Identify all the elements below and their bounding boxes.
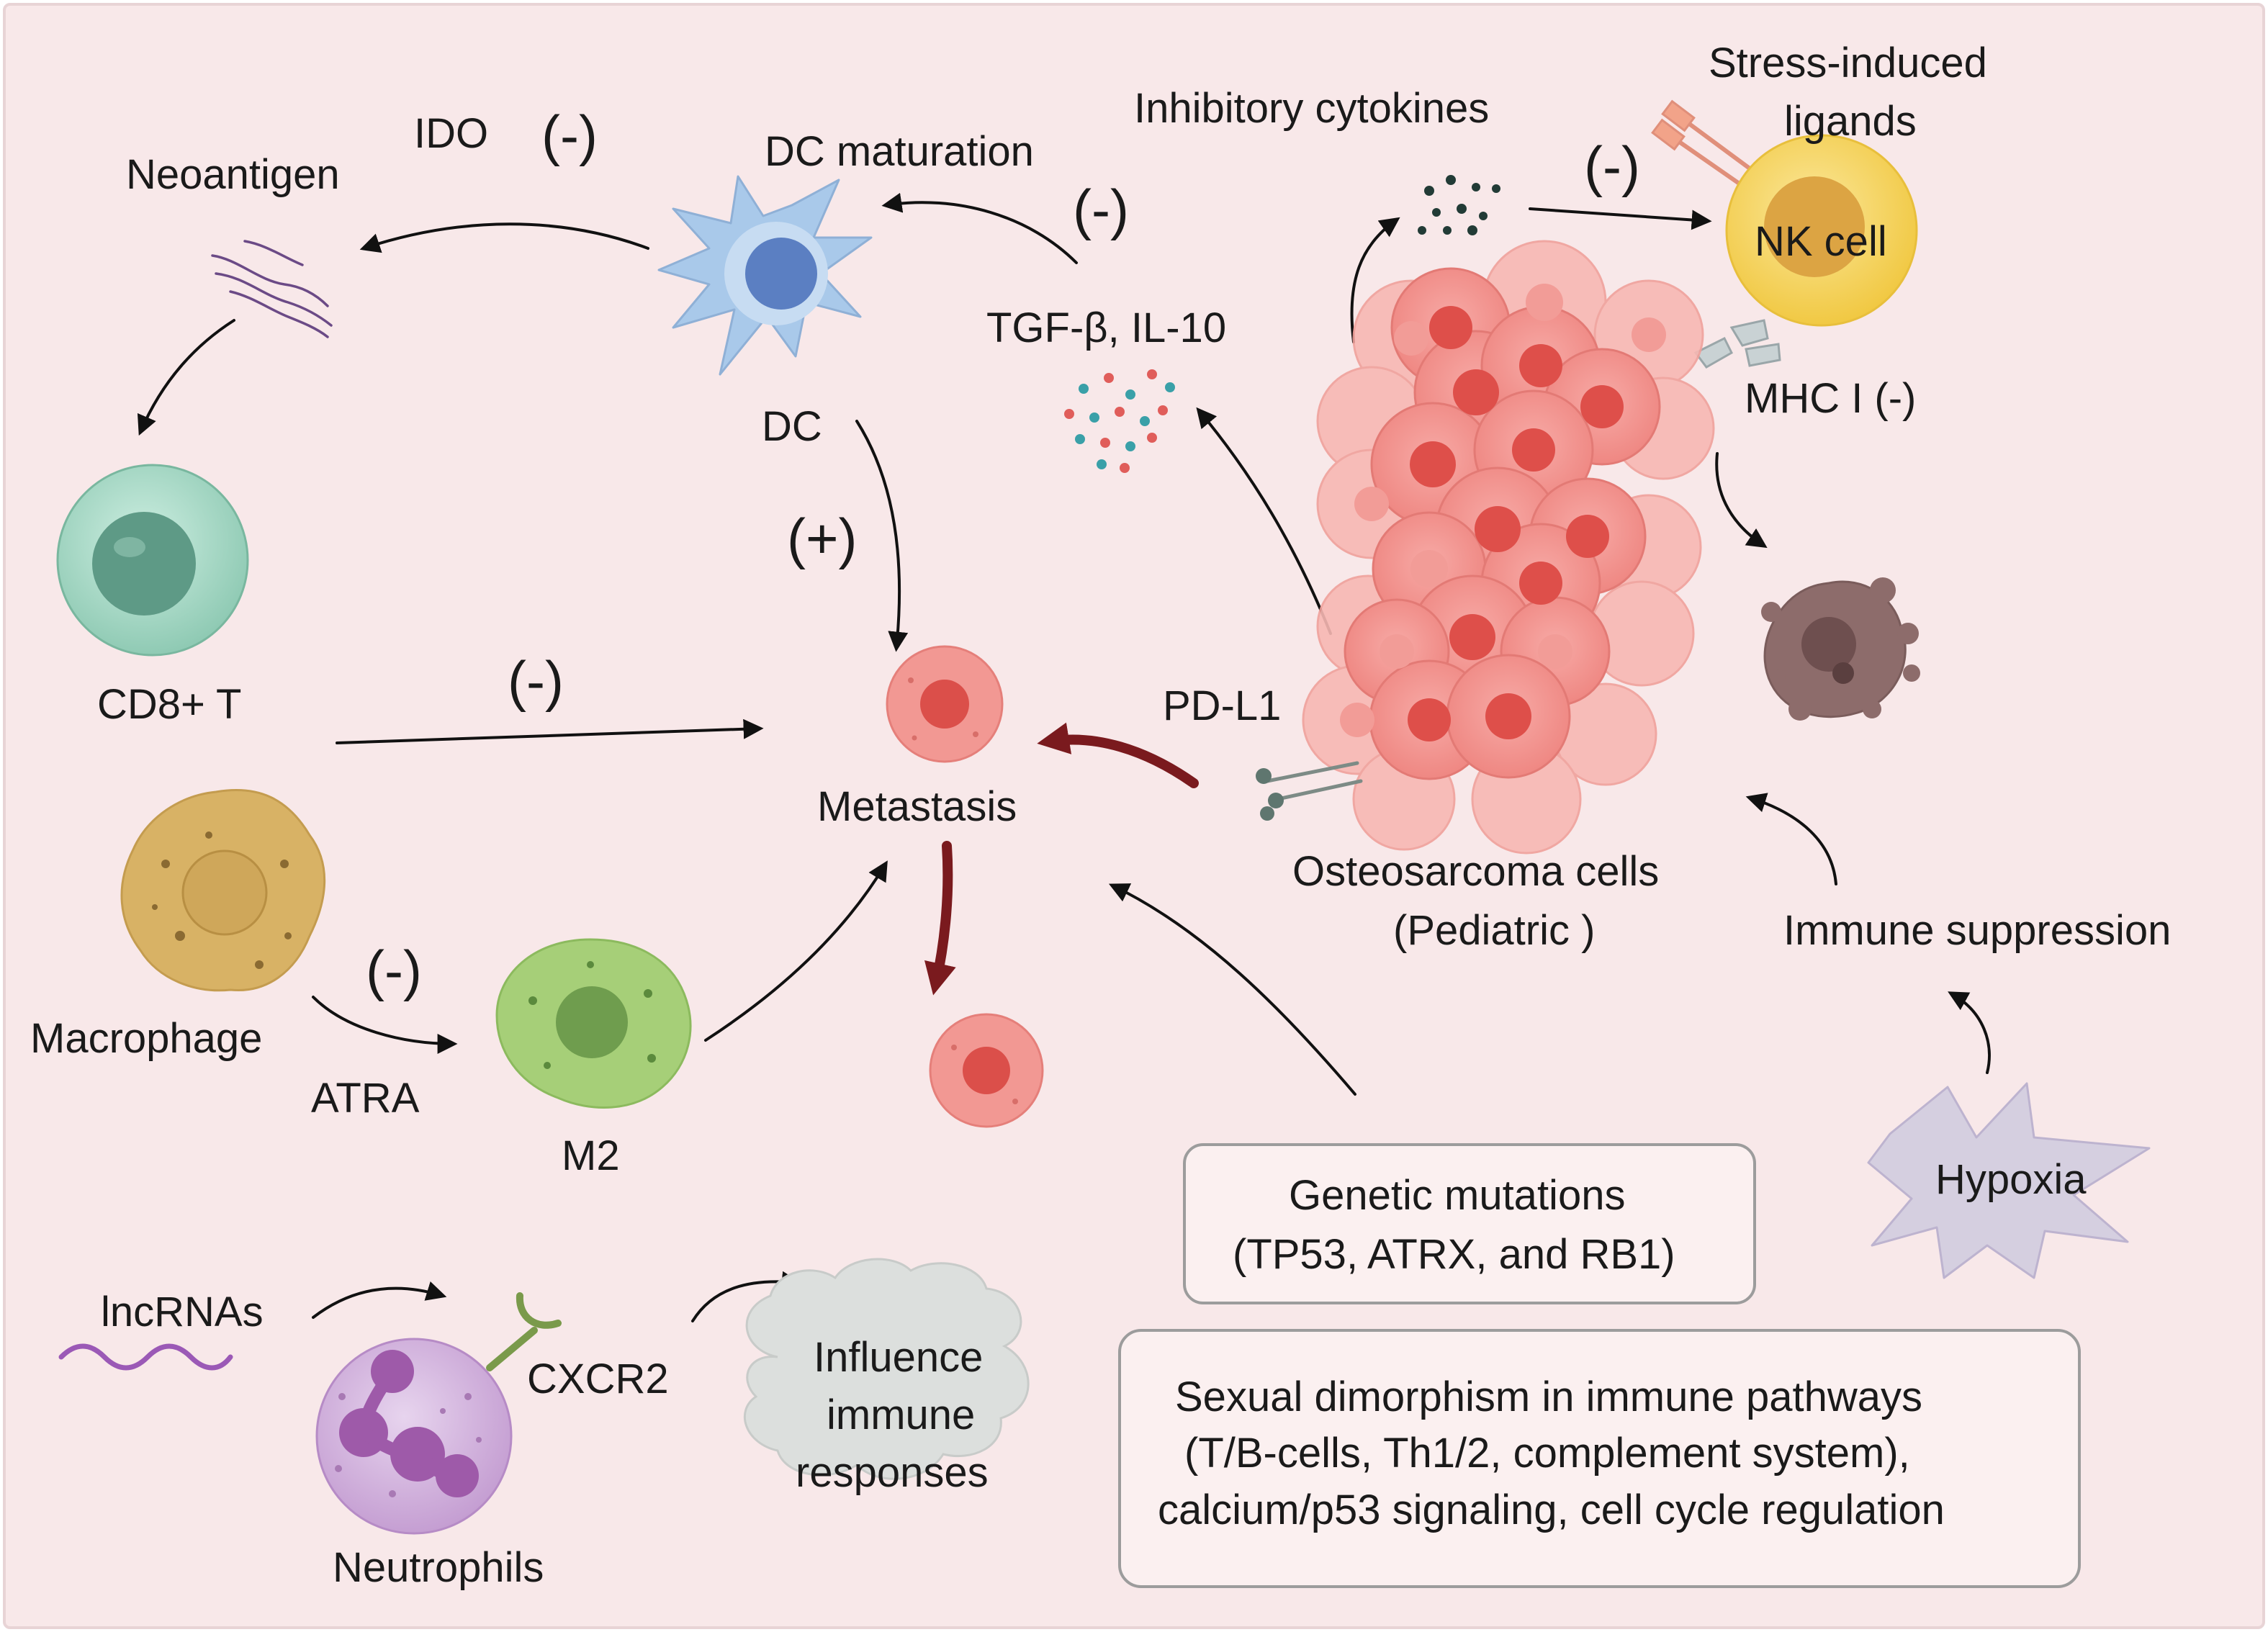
macrophage-sign: (-) — [366, 939, 422, 1002]
osteosarcoma-label-line1: Osteosarcoma cells — [1292, 848, 1659, 895]
arrow-genetic-to-metastasis — [1108, 883, 1356, 1096]
macrophage-label: Macrophage — [30, 1015, 262, 1062]
sexual-dimorphism-line2: (T/B-cells, Th1/2, complement system), — [1184, 1430, 1910, 1477]
neutrophil-icon — [315, 1338, 513, 1535]
atra-label: ATRA — [311, 1075, 420, 1122]
tgf-il10-icon — [1064, 369, 1175, 473]
arrow-mhc-to-dead-cell — [1715, 452, 1768, 549]
arrow-macrophage-to-m2 — [312, 996, 458, 1054]
m2-label: M2 — [562, 1132, 620, 1179]
dendritic-cell-icon — [657, 175, 873, 376]
influence-label-line1: Influence — [814, 1334, 983, 1381]
influence-label-line3: responses — [796, 1449, 989, 1496]
neutrophils-label: Neutrophils — [333, 1544, 544, 1591]
arrow-osteo-to-tgf — [1196, 407, 1332, 635]
osteosarcoma-cluster-icon — [1302, 240, 1715, 855]
hypoxia-label: Hypoxia — [1935, 1156, 2087, 1203]
influence-label-line2: immune — [827, 1392, 975, 1438]
ido-label: IDO — [414, 110, 488, 157]
mhc-i-label: MHC I (-) — [1745, 375, 1916, 422]
arrow-hypoxia-to-immune-suppression — [1948, 991, 1991, 1074]
lncrna-wave-icon — [58, 1343, 233, 1371]
arrow-cytokines-to-nk — [1529, 207, 1712, 230]
nk-sign: (-) — [1584, 135, 1640, 198]
cd8-sign: (-) — [508, 649, 564, 713]
arrow-tgf-to-dc — [881, 192, 1078, 264]
dying-cell-icon — [1761, 577, 1920, 721]
mhc-i-receptor-icon — [1693, 319, 1781, 369]
arrow-osteo-to-metastasis — [1037, 722, 1199, 788]
pd-l1-label: PD-L1 — [1163, 682, 1281, 729]
osteosarcoma-label-line2: (Pediatric ) — [1393, 907, 1595, 954]
metastasis-cell-icon-2 — [929, 1013, 1044, 1128]
arrow-osteo-to-cytokines — [1350, 217, 1400, 343]
inhibitory-cytokines-label: Inhibitory cytokines — [1134, 85, 1489, 132]
immune-suppression-label: Immune suppression — [1783, 907, 2171, 954]
hypoxia-star-icon — [1867, 1082, 2151, 1279]
dc-maturation-sign: (-) — [1073, 178, 1129, 241]
arrow-m2-to-metastasis — [704, 860, 888, 1042]
arrow-dc-to-metastasis — [855, 420, 909, 652]
dc-metastasis-sign: (+) — [787, 507, 858, 570]
arrows — [137, 192, 1991, 1322]
macrophage-icon — [120, 789, 326, 992]
arrow-dc-to-neoantigen — [359, 222, 649, 253]
dc-maturation-label: DC maturation — [765, 128, 1034, 175]
metastasis-cell-icon — [886, 645, 1004, 763]
sexual-dimorphism-box — [1118, 1329, 2081, 1588]
arrow-lncrnas-to-neutrophils — [312, 1281, 447, 1319]
tgf-il10-label: TGF-β, IL-10 — [986, 305, 1226, 351]
inhibitory-cytokines-icon — [1418, 175, 1500, 235]
pd-l1-receptor-icon — [1256, 761, 1363, 821]
neoantigen-icon — [211, 240, 333, 338]
genetic-mutations-box — [1183, 1143, 1756, 1304]
sexual-dimorphism-line1: Sexual dimorphism in immune pathways — [1175, 1374, 1922, 1420]
metastasis-arrows — [924, 722, 1199, 996]
m2-macrophage-icon — [495, 938, 692, 1109]
cd8-t-cell-icon — [56, 464, 249, 657]
genetic-mutations-line1: Genetic mutations — [1289, 1172, 1625, 1219]
stress-ligand-receptor-icon — [1651, 99, 1763, 193]
influence-cloud-icon — [743, 1258, 1030, 1480]
arrow-neoantigen-to-cd8 — [137, 319, 235, 436]
metastasis-label: Metastasis — [817, 783, 1017, 830]
arrow-metastasis-down — [924, 841, 956, 996]
cxcr2-label: CXCR2 — [527, 1356, 669, 1402]
stress-ligands-label-line1: Stress-induced — [1709, 40, 1987, 86]
arrow-cd8-to-metastasis — [336, 718, 764, 744]
cd8-label: CD8+ T — [97, 681, 241, 728]
genetic-mutations-line2: (TP53, ATRX, and RB1) — [1233, 1231, 1675, 1278]
neoantigen-label: Neoantigen — [126, 151, 340, 198]
arrow-immune-suppression-to-osteo — [1745, 793, 1837, 885]
stress-ligands-label-line2: ligands — [1784, 98, 1917, 145]
sexual-dimorphism-line3: calcium/p53 signaling, cell cycle regula… — [1158, 1487, 1945, 1533]
nk-cell-label: NK cell — [1755, 218, 1887, 265]
ido-sign: (-) — [541, 104, 598, 167]
labels: IDO (-) Neoantigen DC maturation DC (-) … — [30, 40, 2171, 1591]
lncrnas-label: lncRNAs — [101, 1289, 264, 1335]
dc-label: DC — [762, 403, 822, 450]
cxcr2-receptor-icon — [486, 1292, 562, 1371]
nk-cell-icon — [1725, 134, 1918, 327]
